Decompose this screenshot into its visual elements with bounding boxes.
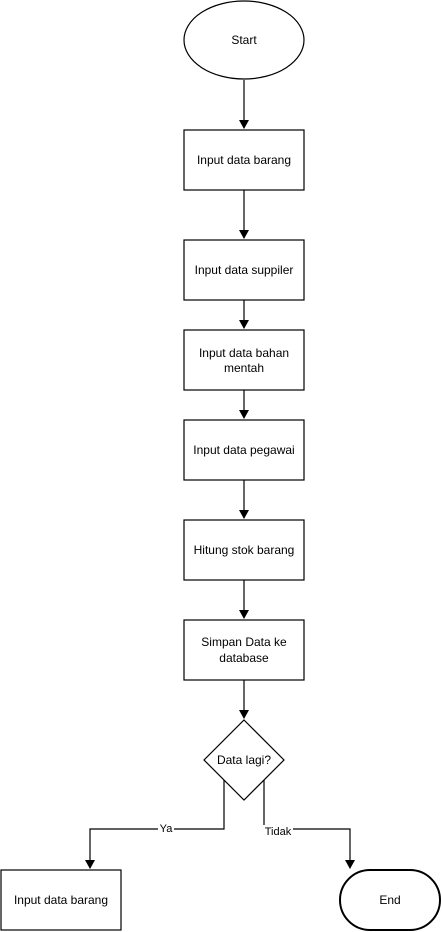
input-data-barang-2-node: Input data barang bbox=[0, 869, 122, 931]
simpan-data-label-line-2: database bbox=[219, 651, 269, 665]
edges bbox=[85, 80, 355, 869]
edge-decision-ya bbox=[85, 779, 225, 869]
start-label: Start bbox=[231, 33, 257, 47]
start-node: Start bbox=[183, 0, 305, 80]
input-data-bahan-mentah-label-line-1: Input data bahan bbox=[199, 346, 289, 360]
decision-node: Data lagi? bbox=[203, 719, 285, 801]
hitung-stok-barang-label: Hitung stok barang bbox=[194, 543, 295, 557]
end-node: End bbox=[339, 869, 441, 931]
input-data-suppiler-label: Input data suppiler bbox=[195, 263, 294, 277]
edge-label-tidak: Tidak bbox=[265, 826, 292, 838]
input-data-bahan-mentah-label-line-2: mentah bbox=[224, 361, 264, 375]
edge-decision-tidak bbox=[263, 779, 355, 869]
input-data-bahan-mentah-node: Input data bahan mentah bbox=[183, 329, 305, 391]
input-data-barang-label: Input data barang bbox=[197, 153, 291, 167]
edge-labels: Ya Tidak bbox=[158, 823, 293, 838]
hitung-stok-barang-node: Hitung stok barang bbox=[183, 519, 305, 581]
input-data-barang-2-label: Input data barang bbox=[14, 893, 108, 907]
simpan-data-node: Simpan Data ke database bbox=[183, 619, 305, 681]
edge-label-ya: Ya bbox=[160, 823, 174, 835]
input-data-pegawai-node: Input data pegawai bbox=[183, 419, 305, 481]
input-data-suppiler-node: Input data suppiler bbox=[183, 239, 305, 301]
simpan-data-label-line-1: Simpan Data ke bbox=[201, 635, 287, 649]
input-data-barang-node: Input data barang bbox=[183, 129, 305, 191]
end-label: End bbox=[379, 893, 400, 907]
input-data-pegawai-label: Input data pegawai bbox=[193, 443, 294, 457]
decision-label: Data lagi? bbox=[217, 753, 271, 767]
